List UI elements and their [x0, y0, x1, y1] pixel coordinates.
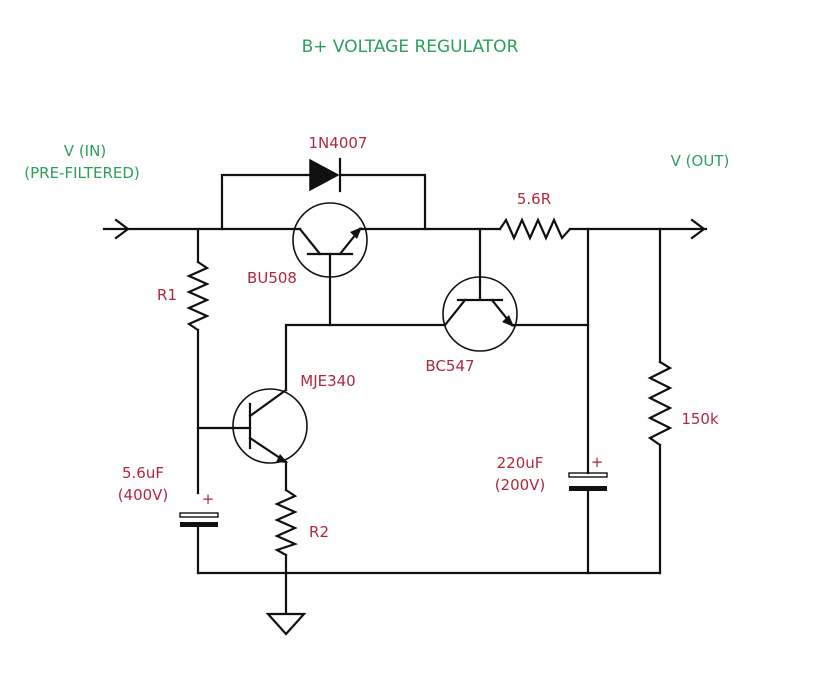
input-arrow-icon — [114, 218, 130, 240]
resistor-r1-icon — [186, 260, 210, 332]
diode-label: 1N4007 — [309, 134, 368, 152]
diode-right-wire — [340, 173, 427, 231]
c2-value-label: 220uF — [497, 454, 544, 472]
r1-label: R1 — [157, 286, 177, 304]
c2-plate-top — [568, 472, 608, 478]
diode-1n4007 — [309, 157, 342, 193]
c1-plate-top — [179, 512, 219, 518]
c1-plate-bottom — [180, 522, 218, 527]
resistor-r2-icon — [274, 488, 299, 557]
mje340-label: MJE340 — [300, 372, 355, 390]
wires — [102, 173, 708, 615]
diode-left-wire — [220, 173, 312, 231]
base-node-wire — [284, 323, 447, 392]
diode-icon — [309, 158, 340, 192]
output-arrow-icon — [690, 218, 706, 240]
bc547-emitter-arrow-icon — [502, 315, 514, 327]
bu508-label: BU508 — [247, 269, 297, 287]
c2-voltage-label: (200V) — [495, 476, 546, 494]
c2-plus-icon: + — [591, 453, 604, 471]
capacitor-c1 — [179, 512, 219, 527]
resistor-150k-label: 150k — [681, 410, 719, 428]
mje340-body-icon — [232, 388, 308, 464]
bc547-body-icon — [442, 276, 518, 352]
input-label: V (IN) — [64, 142, 106, 160]
c2-plate-bottom — [569, 486, 607, 491]
mje340-collector — [248, 388, 288, 418]
transistor-bu508 — [292, 202, 368, 278]
bu508-emitter-arrow-icon — [350, 227, 362, 239]
bc547-label: BC547 — [425, 357, 474, 375]
capacitor-c2 — [568, 472, 608, 491]
mje340-emitter-arrow-icon — [276, 454, 288, 463]
r2-label: R2 — [309, 523, 329, 541]
bc547-base — [443, 298, 467, 327]
ground-icon — [265, 612, 307, 636]
bu508-collector — [298, 227, 322, 256]
diagram-title: B+ VOLTAGE REGULATOR — [302, 37, 519, 57]
transistor-bc547 — [442, 276, 518, 352]
output-label: V (OUT) — [671, 152, 730, 170]
input-sublabel: (PRE-FILTERED) — [24, 164, 140, 182]
resistor-5-6r-label: 5.6R — [517, 190, 551, 208]
resistor-150k-icon — [647, 360, 673, 447]
bu508-body-icon — [292, 202, 368, 278]
c1-plus-icon: + — [202, 490, 215, 508]
c1-voltage-label: (400V) — [118, 486, 169, 504]
resistor-5-6r-icon — [498, 217, 572, 241]
transistor-mje340 — [232, 388, 308, 464]
c1-value-label: 5.6uF — [122, 464, 164, 482]
